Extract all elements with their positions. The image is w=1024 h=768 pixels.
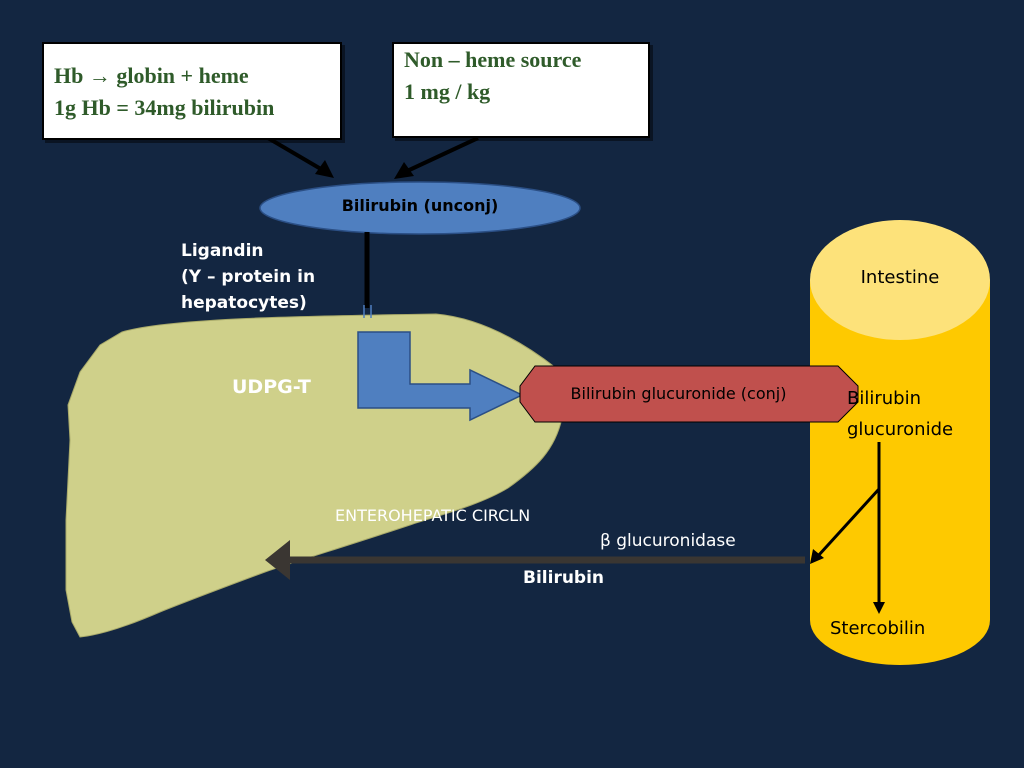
enterohepatic-return-arrow — [265, 540, 805, 580]
glucuronidase-arrow — [810, 487, 881, 564]
arrow-heme-to-unconj — [266, 136, 334, 178]
intestine-glucuronide-label: Bilirubin glucuronide — [847, 383, 953, 445]
stercobilin-label: Stercobilin — [830, 618, 926, 639]
bilirubin-return-label: Bilirubin — [523, 568, 605, 588]
heme-source-box: Hb → globin + heme 1g Hb = 34mg bilirubi… — [42, 42, 342, 140]
heme-box-line2: 1g Hb = 34mg bilirubin — [54, 95, 275, 120]
liver-shape — [65, 313, 563, 638]
ligandin-line1: Ligandin — [181, 241, 264, 261]
intestine-glucuronide-line1: Bilirubin — [847, 388, 921, 409]
intestine-glucuronide-line2: glucuronide — [847, 419, 954, 440]
non-heme-box-line2: 1 mg / kg — [404, 79, 491, 104]
arrow-nonheme-to-unconj — [394, 136, 479, 179]
unconj-label: Bilirubin (unconj) — [341, 196, 499, 215]
non-heme-box-line1: Non – heme source — [404, 47, 582, 72]
glucuronide-to-stercobilin-arrow — [873, 442, 885, 614]
intestine-label: Intestine — [860, 267, 940, 288]
conj-box — [519, 365, 859, 423]
udpgt-arrow — [357, 331, 524, 422]
conj-label: Bilirubin glucuronide (conj) — [570, 384, 787, 403]
ligandin-line3: hepatocytes) — [181, 293, 307, 313]
ligandin-line2: (Y – protein in — [181, 267, 316, 287]
ligandin-label: Ligandin (Y – protein in hepatocytes) — [181, 238, 315, 316]
enterohepatic-label: ENTEROHEPATIC CIRCLN — [335, 506, 531, 525]
intestine-cylinder — [810, 220, 990, 665]
heme-box-line1: Hb → globin + heme — [54, 63, 249, 88]
glucuronidase-label: β glucuronidase — [600, 531, 736, 551]
non-heme-source-box: Non – heme source 1 mg / kg — [392, 42, 650, 138]
udpgt-label: UDPG-T — [232, 376, 311, 398]
unconj-oval — [259, 181, 581, 235]
